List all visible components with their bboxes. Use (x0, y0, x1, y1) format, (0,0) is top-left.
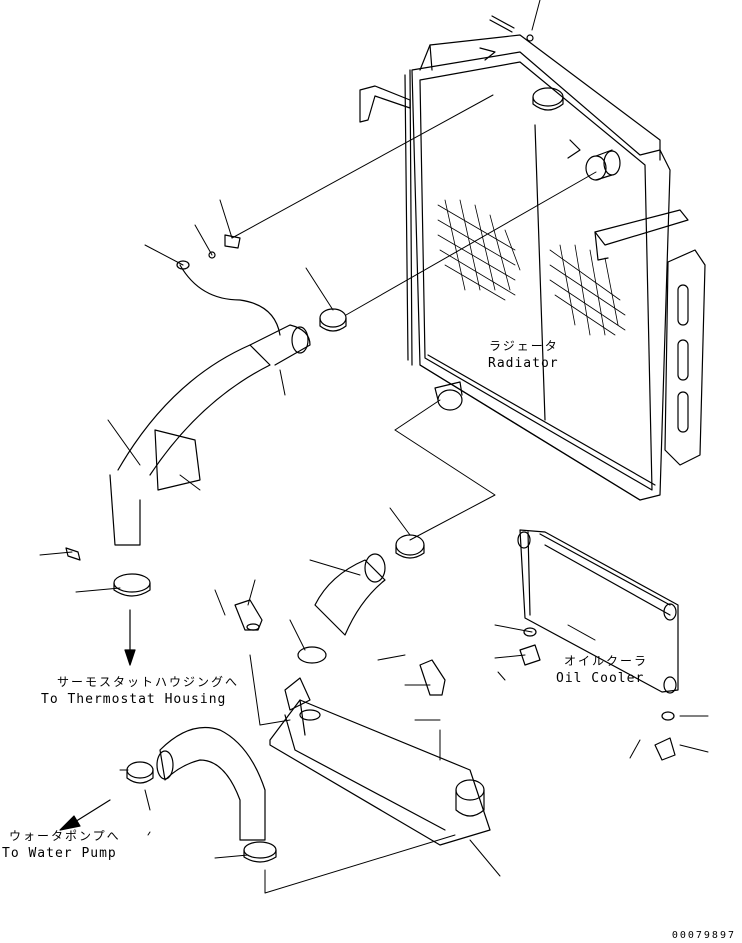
water-pipe-small (284, 677, 311, 711)
water-pump-label-jp: ウォータポンプへ (9, 829, 121, 843)
radiator (404, 34, 671, 501)
water-pump-label-en: To Water Pump (2, 846, 117, 861)
elbow-fitting-left (234, 599, 263, 631)
hose-clamp-lower (126, 761, 277, 863)
water-tank-block (269, 699, 491, 846)
elbow-fitting-center (419, 659, 446, 696)
radiator-label-jp: ラジェータ (489, 339, 559, 353)
lower-hose (156, 726, 266, 841)
sensor-wire (176, 234, 281, 336)
radiator-core-mesh (437, 199, 626, 336)
leader-lines (39, 0, 709, 894)
oil-cooler (517, 529, 679, 694)
hose-clamp-middle (297, 534, 425, 664)
oil-cooler-label-en: Oil Cooler (556, 671, 645, 686)
hose-clamp-upper (319, 308, 347, 332)
radiator-label-en: Radiator (488, 356, 559, 371)
radiator-cap (532, 87, 564, 111)
middle-hose (314, 553, 386, 636)
radiator-top-pins (479, 15, 581, 159)
oil-cooler-fittings (519, 627, 676, 761)
oil-cooler-label-jp: オイルクーラ (564, 654, 649, 668)
document-number: 00079897 (671, 930, 736, 941)
radiator-bracket-left (359, 85, 411, 123)
hose-clamp-left (65, 547, 151, 597)
upper-hose (109, 324, 311, 546)
radiator-side-guard (664, 249, 706, 466)
radiator-bracket-right (594, 209, 689, 261)
thermostat-label-en: To Thermostat Housing (41, 692, 227, 707)
radiator-upper-pipe (585, 149, 621, 181)
arrow-thermostat (124, 609, 136, 666)
arrow-water-pump (59, 799, 111, 831)
radiator-lower-pipe (434, 381, 463, 411)
thermostat-label-jp: サーモスタットハウジングへ (57, 675, 240, 689)
